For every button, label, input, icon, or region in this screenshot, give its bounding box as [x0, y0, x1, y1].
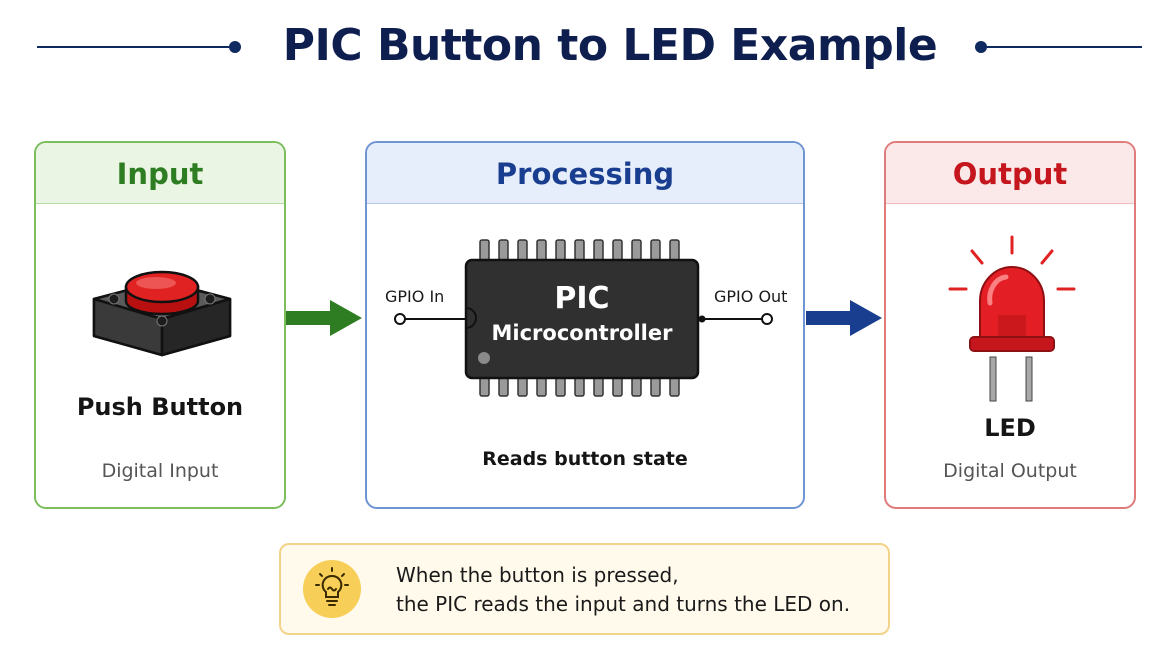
input-device-label: Push Button [76, 393, 244, 421]
push-button-icon [92, 270, 232, 357]
arrow-right-icon [286, 300, 362, 336]
note-text: When the button is pressed, the PIC read… [396, 561, 850, 619]
note-line-2: the PIC reads the input and turns the LE… [396, 592, 851, 616]
microcontroller-chip-icon [394, 239, 773, 397]
output-device-label: LED [984, 414, 1036, 442]
processing-panel-header: Processing [367, 143, 803, 204]
page-title: PIC Button to LED Example [282, 20, 938, 71]
lightbulb-icon [303, 560, 361, 618]
output-type-label: Digital Output [943, 460, 1077, 482]
arrow-right-icon [806, 300, 882, 336]
output-panel: Output LED Digital Output [884, 141, 1136, 509]
title-rule-left [37, 46, 234, 48]
title-dot-left [229, 41, 241, 53]
chip-subtitle: Microcontroller [491, 321, 673, 345]
processing-panel: Processing [365, 141, 805, 509]
input-type-label: Digital Input [101, 460, 219, 482]
title-rule-right [982, 46, 1142, 48]
output-panel-header: Output [886, 143, 1134, 204]
note-line-1: When the button is pressed, [396, 563, 679, 587]
processing-caption: Reads button state [482, 448, 688, 470]
input-panel-header: Input [36, 143, 284, 204]
gpio-in-label: GPIO In [385, 287, 445, 306]
input-panel: Input Push Button Digital Input [34, 141, 286, 509]
chip-title: PIC [554, 281, 610, 316]
gpio-out-label: GPIO Out [714, 287, 788, 306]
title-dot-right [975, 41, 987, 53]
explanation-note: When the button is pressed, the PIC read… [279, 543, 890, 635]
led-icon [948, 235, 1076, 402]
